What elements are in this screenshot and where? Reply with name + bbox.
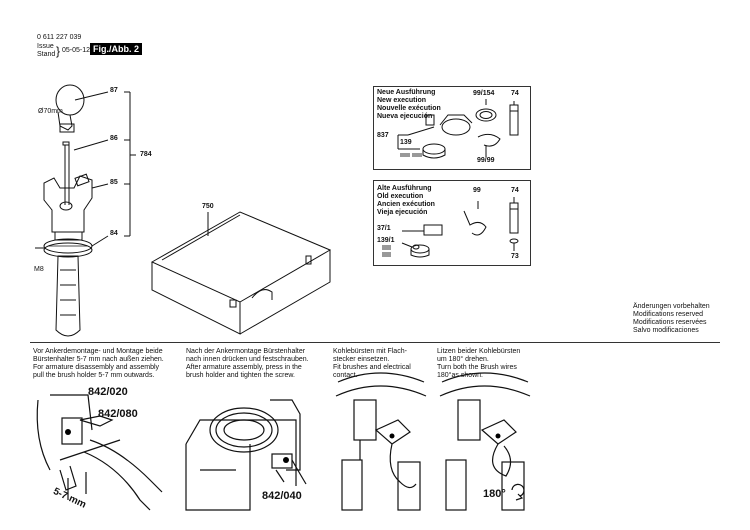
instruction-3-line: Kohlebürsten mit Flach- <box>333 348 407 355</box>
figure-label: Fig./Abb. 2 <box>90 43 142 55</box>
brace: } <box>56 44 61 58</box>
part-73-label: 73 <box>511 253 519 260</box>
old-part-74-label: 74 <box>511 187 519 194</box>
mod-line-en: Modifications reserved <box>633 311 704 318</box>
old-execution-drawing <box>382 197 519 258</box>
instruction-4-line: Litzen beider Kohlebürsten <box>437 348 521 355</box>
instruction-2-line: After armature assembly, press in the <box>186 364 302 371</box>
issue-date: 05-05-12 <box>62 47 91 54</box>
instruction-1-line: For armature disassembly and assembly <box>33 364 160 371</box>
part-87-label: 87 <box>110 87 118 94</box>
part-85-label: 85 <box>110 179 118 186</box>
mod-line-de: Änderungen vorbehalten <box>633 303 710 310</box>
instruction-4-line: Turn both the Brush wires <box>437 364 517 371</box>
instruction-2-line: nach innen drücken und festschrauben. <box>186 356 309 363</box>
new-execution-drawing <box>397 99 519 159</box>
mod-line-es: Salvo modificaciones <box>633 327 699 334</box>
new-exec-line-de: Neue Ausführung <box>377 89 436 96</box>
part-139-label: 139 <box>400 139 412 146</box>
mod-line-fr: Modifications reservées <box>633 319 707 326</box>
instruction-1-line: pull the brush holder 5-7 mm outwards. <box>33 372 155 379</box>
old-exec-line-fr: Ancien exécution <box>377 201 435 208</box>
part-37-1-label: 37/1 <box>377 225 391 232</box>
old-exec-line-de: Alte Ausführung <box>377 185 432 192</box>
old-part-99-label: 99 <box>473 187 481 194</box>
instruction-4-line: um 180° drehen. <box>437 356 489 363</box>
issue-label: Issue <box>37 43 54 50</box>
part-99-154-label: 99/154 <box>473 90 495 97</box>
new-part-74-label: 74 <box>511 90 519 97</box>
instruction-3-line: stecker einsetzen. <box>333 356 390 363</box>
part-number: 0 611 227 039 <box>37 34 82 41</box>
modifications-notice: Änderungen vorbehalten Modifications res… <box>633 303 710 335</box>
new-execution-box: Neue Ausführung New execution Nouvelle e… <box>373 86 531 170</box>
section-divider <box>30 342 720 343</box>
instruction-3: Kohlebürsten mit Flach- stecker einsetze… <box>333 348 411 380</box>
instruction-2: Nach der Ankermontage Bürstenhalter nach… <box>186 348 309 380</box>
new-exec-line-en: New execution <box>377 97 427 104</box>
case-750-label: 750 <box>202 203 214 210</box>
instruction-3-line: Fit brushes and electrical <box>333 364 411 371</box>
part-99-99-label: 99/99 <box>477 157 495 164</box>
new-exec-line-fr: Nouvelle exécution <box>377 105 441 112</box>
stand-label: Stand <box>37 51 56 58</box>
part-139-1-label: 139/1 <box>377 237 395 244</box>
part-84-label: 84 <box>110 230 118 237</box>
part-837-label: 837 <box>377 132 389 139</box>
old-exec-line-es: Vieja ejecución <box>377 209 428 216</box>
instruction-2-line: brush holder and tighten the screw. <box>186 372 295 379</box>
part-86-label: 86 <box>110 135 118 142</box>
part-784-label: 784 <box>140 151 152 158</box>
old-exec-line-en: Old execution <box>377 193 424 200</box>
instruction-1: Vor Ankerdemontage- und Montage beide Bü… <box>33 348 164 380</box>
part-842-020-label: 842/020 <box>88 386 128 398</box>
old-execution-box: Alte Ausführung Old execution Ancien exé… <box>373 180 531 266</box>
new-exec-line-es: Nueva ejecución <box>377 113 433 120</box>
instruction-1-line: Vor Ankerdemontage- und Montage beide <box>33 348 163 355</box>
thread-label: M8 <box>34 266 44 273</box>
part-842-080-label: 842/080 <box>98 408 138 420</box>
instruction-2-line: Nach der Ankermontage Bürstenhalter <box>186 348 306 355</box>
diameter-label: Ø70mm <box>38 108 63 115</box>
instruction-1-line: Bürstenhalter 5-7 mm nach außen ziehen. <box>33 356 164 363</box>
rotation-180-label: 180° <box>483 488 506 500</box>
part-842-040-label: 842/040 <box>262 490 302 502</box>
instruction-3-line: contact. <box>333 372 358 379</box>
